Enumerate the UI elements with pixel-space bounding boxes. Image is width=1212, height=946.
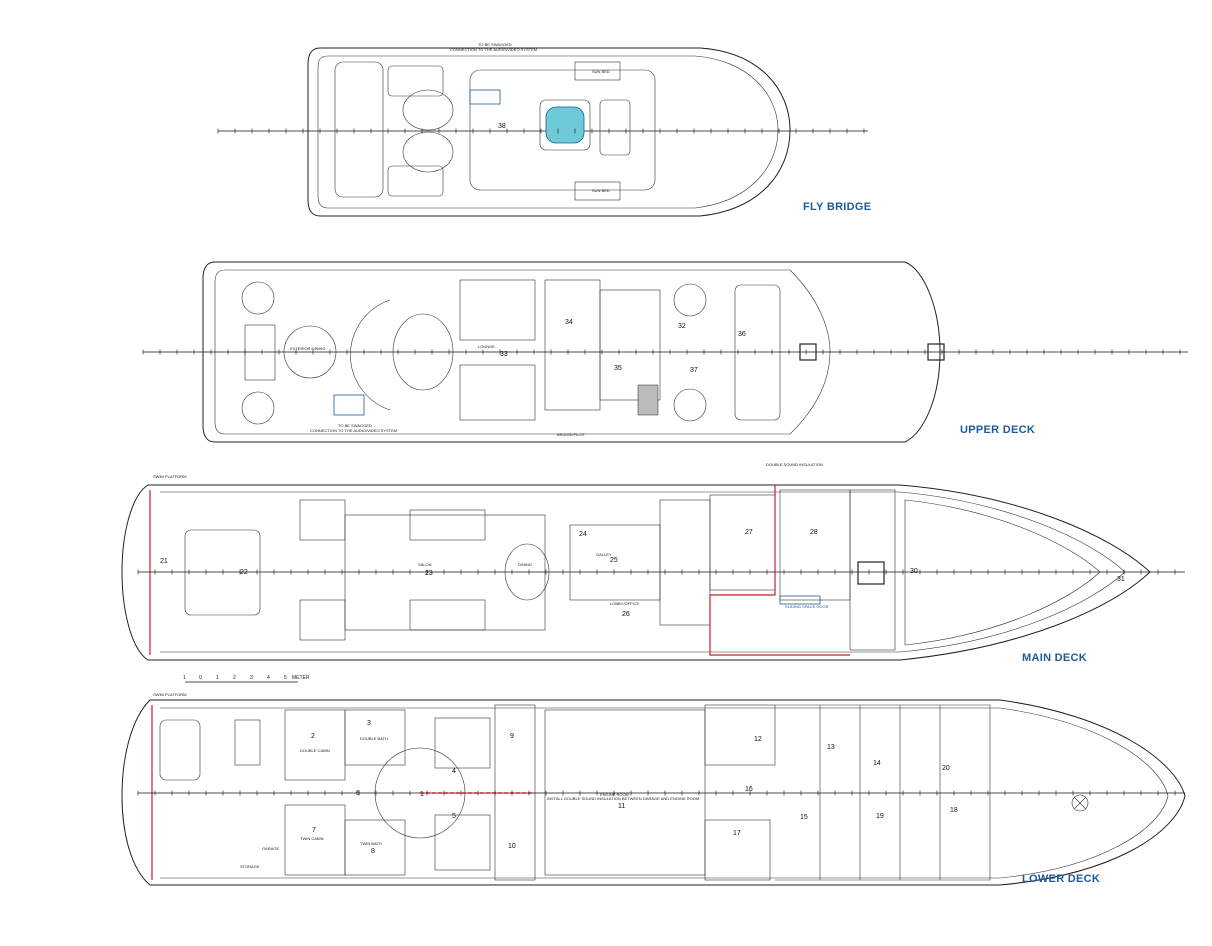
main-deck-outline [121,484,1151,661]
scale-bar: 1 0 1 2 3 4 5 METER [183,675,310,683]
fly-bridge-note-1: TO BE SWAGGED [478,42,512,47]
upper-deck-room-35: 35 [614,365,622,372]
scale-tick-1: 0 [199,675,202,681]
upper-deck-note-2: CONNECTION TO THE AUDIO/VIDEO SYSTEM [310,428,397,433]
lower-deck-room-13: 13 [827,744,835,751]
main-deck-plan: 21 22 23 24 25 26 27 28 30 31 SALON DINI… [121,462,1185,683]
lower-deck-note-garage: GARAGE [262,846,279,851]
main-deck-note-dining: DINING [518,562,532,567]
main-deck-room-31: 31 [1117,576,1125,583]
scale-tick-0: 1 [183,675,186,681]
sun-bed-label-1: SUN BED [592,69,610,74]
lower-deck-note-swim: SWIM PLATFORM [153,692,186,697]
main-deck-room-28: 28 [810,529,818,536]
lower-deck-room-5: 5 [452,813,456,820]
fly-bridge-note-2: CONNECTION TO THE AUDIO/VIDEO SYSTEM [450,47,537,52]
main-deck-room-22: 22 [240,569,248,576]
lower-deck-room-3: 3 [367,720,371,727]
lower-deck-label: LOWER DECK [1022,873,1101,885]
sun-bed-label-2: SUN BED [592,188,610,193]
lower-deck-room-2: 2 [311,733,315,740]
lower-deck-room-19: 19 [876,813,884,820]
upper-deck-note-3: BRIDGE/PILOT [557,432,586,437]
lower-deck-room-11: 11 [618,803,625,810]
lower-deck-room-6: 6 [356,790,360,797]
lower-deck-note-double-bath: DOUBLE BATH [360,736,388,741]
fly-bridge-label: FLY BRIDGE [803,201,872,213]
fly-bridge-plan: SUN BED SUN BED TO BE SWAGGED CONNECTION… [218,42,868,217]
main-deck-note-salon: SALON [418,562,432,567]
scale-tick-3: 2 [233,675,236,681]
main-deck-note-galley: GALLEY [596,552,612,557]
upper-deck-room-34: 34 [565,319,573,326]
scale-unit: METER [292,675,310,681]
upper-deck-plan: TO BE SWAGGED CONNECTION TO THE AUDIO/VI… [143,261,1188,443]
lower-deck-note-insulation: INSTALL DOUBLE SOUND INSULATION BETWEEN … [547,796,699,801]
main-deck-room-23: 23 [425,570,433,577]
lower-deck-room-14: 14 [873,760,881,767]
upper-deck-note-4: EXTERIOR DINING [290,346,326,351]
pool-icon [545,106,585,144]
upper-deck-note-5: LOUNGE [478,344,495,349]
upper-deck-room-36: 36 [738,331,746,338]
lower-deck-room-7: 7 [312,827,316,834]
lower-deck-outline [121,699,1186,886]
main-deck-room-21: 21 [160,558,168,565]
lower-deck-room-12: 12 [754,736,762,743]
scale-tick-5: 4 [267,675,270,681]
lower-deck-room-9: 9 [510,733,514,740]
upper-deck-room-32: 32 [678,323,686,330]
main-deck-room-27: 27 [745,529,753,536]
main-deck-room-25: 25 [610,557,618,564]
lower-deck-room-15: 15 [800,814,808,821]
upper-deck-note-1: TO BE SWAGGED [338,423,372,428]
lower-deck-room-16: 16 [745,786,753,793]
main-deck-note-door: SLIDING SPACE DOOR [785,604,829,609]
main-deck-note-insulation: DOUBLE SOUND INSULATION [766,462,823,467]
lower-deck-note-storage: STORAGE [240,864,260,869]
lower-deck-room-10: 10 [508,843,516,850]
upper-deck-room-37: 37 [690,367,698,374]
fly-bridge-room-38: 38 [498,123,506,130]
scale-tick-4: 3 [250,675,253,681]
lower-deck-note-engine: ENGINE ROOM [600,792,629,797]
main-deck-room-24: 24 [579,531,587,538]
lower-deck-room-18: 18 [950,807,958,814]
lower-deck-room-17: 17 [733,830,741,837]
main-deck-label: MAIN DECK [1022,652,1088,664]
lower-deck-room-1: 1 [420,791,424,798]
upper-deck-label: UPPER DECK [960,424,1036,436]
fly-bridge-outline [307,47,791,217]
main-deck-room-30: 30 [910,568,918,575]
scale-tick-2: 1 [216,675,219,681]
lower-deck-room-8: 8 [371,848,375,855]
main-deck-room-26: 26 [622,611,630,618]
main-deck-note-swim: SWIM PLATFORM [153,474,186,479]
upper-deck-outline [202,261,941,443]
lower-deck-room-4: 4 [452,768,456,775]
lower-deck-note-double-cabin: DOUBLE CABIN [300,748,330,753]
lower-deck-room-20: 20 [942,765,950,772]
main-deck-note-lobby: LOBBY/OFFICE [610,601,639,606]
lower-deck-note-twin-bath: TWIN BATH [360,841,382,846]
lower-deck-plan: 1 2 3 4 5 6 7 8 9 10 11 12 13 14 15 16 1… [121,692,1186,886]
scale-tick-6: 5 [284,675,287,681]
upper-deck-room-33: 33 [500,351,508,358]
lower-deck-note-twin-cabin: TWIN CABIN [300,836,324,841]
